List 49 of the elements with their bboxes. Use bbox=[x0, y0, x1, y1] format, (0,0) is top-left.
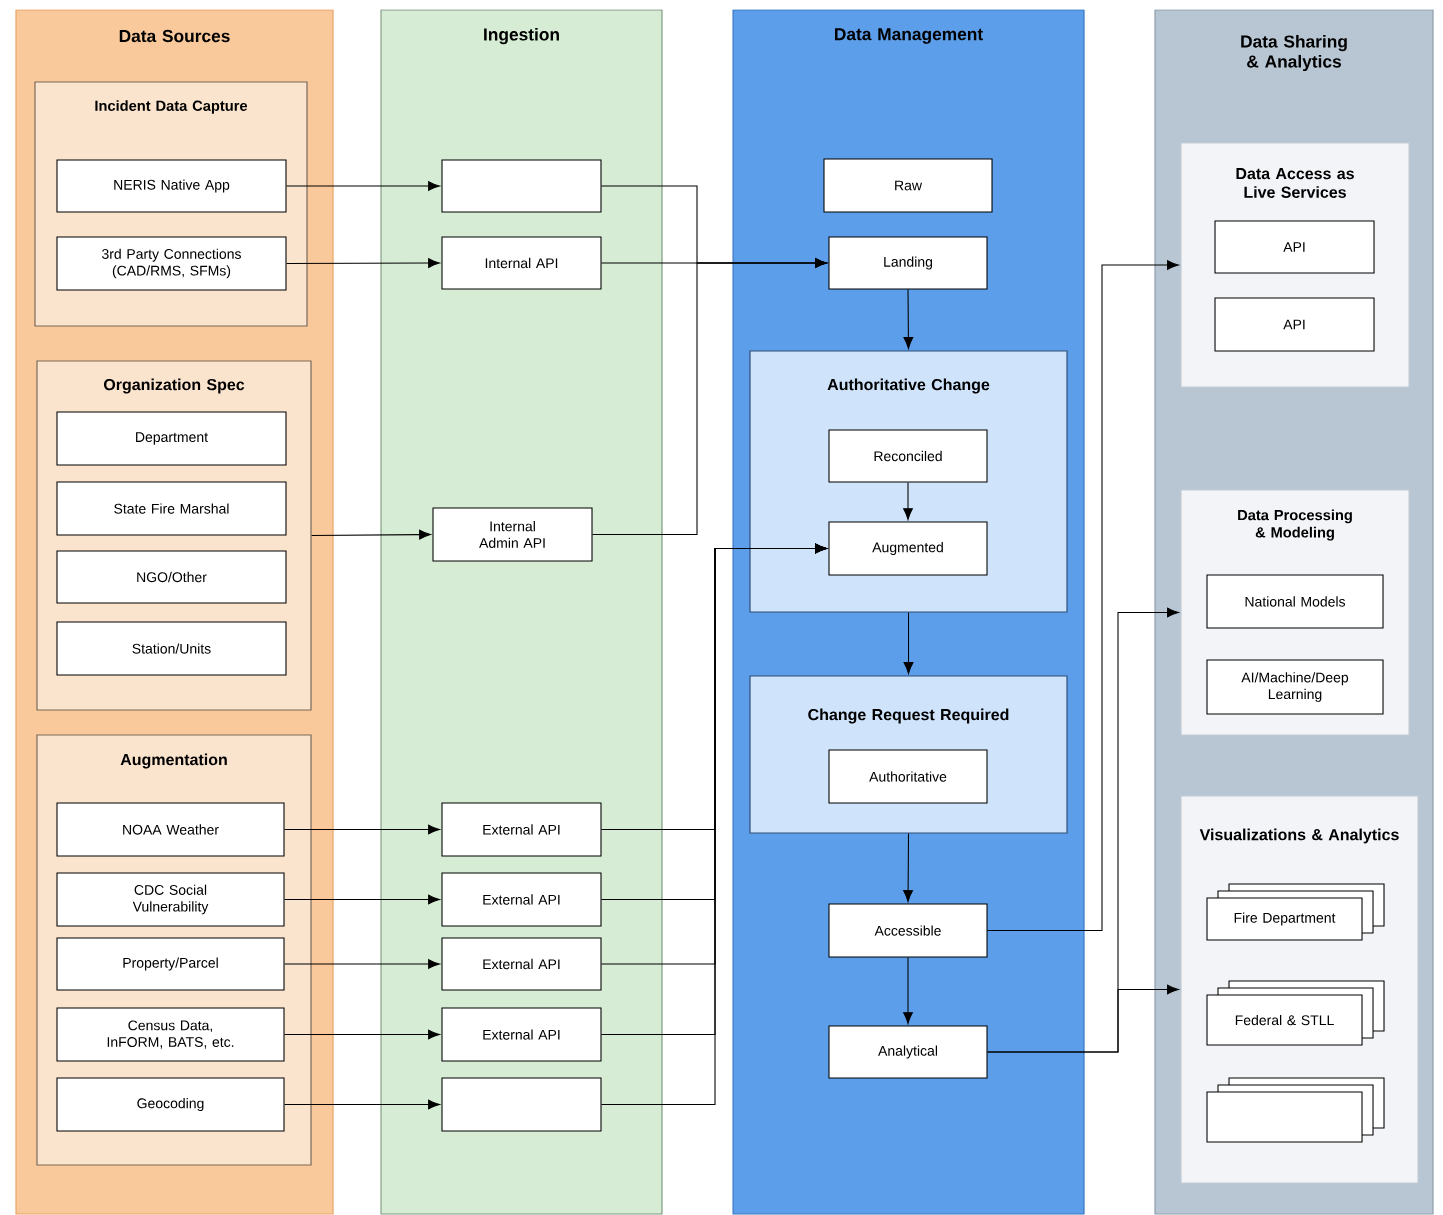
process-box: CDC Social Vulnerability bbox=[56, 872, 285, 927]
process-box: Landing bbox=[828, 236, 988, 290]
arrow bbox=[284, 1099, 440, 1110]
arrow bbox=[903, 482, 913, 520]
stacked-box: Federal & STLL bbox=[1206, 980, 1385, 1046]
process-box: Analytical bbox=[828, 1025, 988, 1079]
arrow bbox=[284, 894, 440, 905]
arrow bbox=[311, 529, 431, 540]
process-box: Raw bbox=[823, 158, 993, 213]
process-box: Property/Parcel bbox=[56, 937, 285, 991]
process-box: API bbox=[1214, 297, 1375, 352]
process-box: API bbox=[1214, 220, 1375, 274]
arrow bbox=[903, 612, 914, 674]
process-box: Internal Admin API bbox=[432, 507, 593, 562]
arrow bbox=[903, 289, 914, 349]
arrow bbox=[284, 824, 440, 835]
arrow bbox=[903, 957, 913, 1024]
stacked-box bbox=[1206, 1077, 1385, 1143]
process-box: State Fire Marshal bbox=[56, 481, 287, 536]
arrow bbox=[987, 260, 1179, 932]
process-box: External API bbox=[441, 937, 602, 991]
arrow bbox=[286, 181, 440, 191]
process-box: External API bbox=[441, 872, 602, 927]
process-box: NGO/Other bbox=[56, 550, 287, 604]
process-box: Station/Units bbox=[56, 621, 287, 676]
process-box: 3rd Party Connections (CAD/RMS, SFMs) bbox=[56, 236, 287, 291]
process-box bbox=[441, 159, 602, 213]
process-box: NERIS Native App bbox=[56, 159, 287, 213]
process-box: Authoritative bbox=[828, 749, 988, 804]
process-box: AI/Machine/Deep Learning bbox=[1206, 659, 1384, 715]
process-box: Augmented bbox=[828, 521, 988, 576]
stacked-box: Fire Department bbox=[1206, 883, 1385, 941]
process-box: NOAA Weather bbox=[56, 802, 285, 857]
arrow bbox=[903, 833, 913, 902]
arrow bbox=[987, 984, 1179, 1053]
arrow bbox=[284, 959, 440, 969]
process-box: Geocoding bbox=[56, 1077, 285, 1132]
process-box: Reconciled bbox=[828, 429, 988, 483]
process-box: Census Data, InFORM, BATS, etc. bbox=[56, 1007, 285, 1062]
process-box: External API bbox=[441, 1007, 602, 1062]
arrow bbox=[286, 258, 440, 268]
process-box: National Models bbox=[1206, 574, 1384, 629]
process-box bbox=[441, 1077, 602, 1132]
arrow bbox=[284, 1029, 440, 1040]
arrow bbox=[592, 258, 827, 536]
process-box: Internal API bbox=[441, 236, 602, 290]
process-box: Department bbox=[56, 411, 287, 466]
process-box: External API bbox=[441, 802, 602, 857]
process-box: Accessible bbox=[828, 903, 988, 958]
